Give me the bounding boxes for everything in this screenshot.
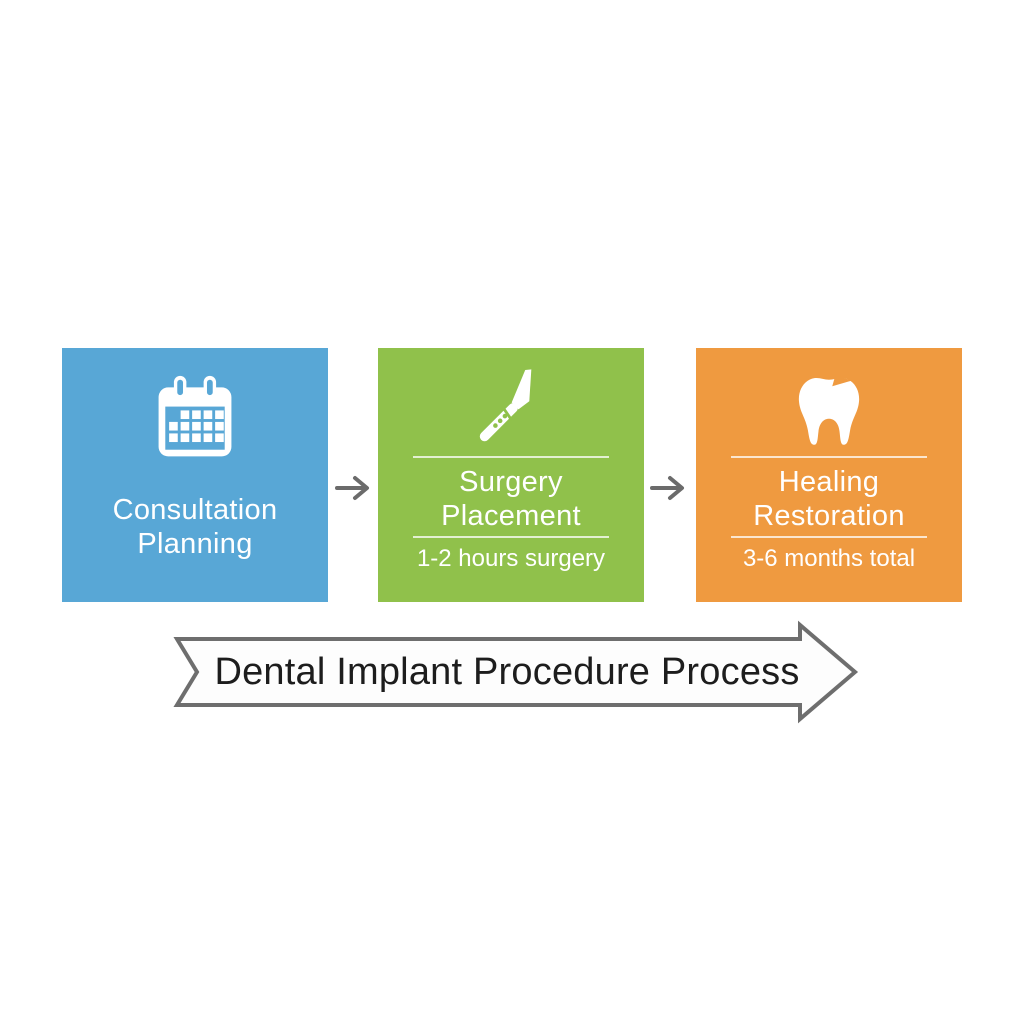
step-title-line1: Surgery [459, 466, 563, 498]
step-title: Healing Restoration [696, 465, 962, 533]
calendar-icon [149, 374, 241, 466]
right-arrow-icon [334, 472, 372, 504]
divider-line [412, 536, 610, 538]
banner-title: Dental Implant Procedure Process [214, 651, 800, 693]
scalpel-icon [465, 364, 557, 456]
divider-line [730, 536, 928, 538]
divider-line [730, 456, 928, 458]
step-box-healing-restoration: Healing Restoration 3-6 months total [696, 348, 962, 602]
step-title-line1: Consultation [112, 494, 278, 526]
right-arrow-icon [649, 472, 687, 504]
step-box-surgery-placement: Surgery Placement 1-2 hours surgery [378, 348, 644, 602]
step-title-line2: Placement [441, 500, 581, 532]
banner-arrow [173, 620, 859, 724]
step-subtitle: 1-2 hours surgery [416, 545, 606, 572]
step-title: Consultation Planning [62, 493, 328, 561]
step-title: Surgery Placement [378, 465, 644, 533]
step-box-consultation-planning: Consultation Planning [62, 348, 328, 602]
step-title-line2: Planning [137, 528, 253, 560]
step-subtitle: 3-6 months total [742, 545, 916, 572]
step-title-line2: Restoration [753, 500, 905, 532]
tooth-icon [790, 370, 868, 448]
step-title-line1: Healing [778, 466, 880, 498]
divider-line [412, 456, 610, 458]
